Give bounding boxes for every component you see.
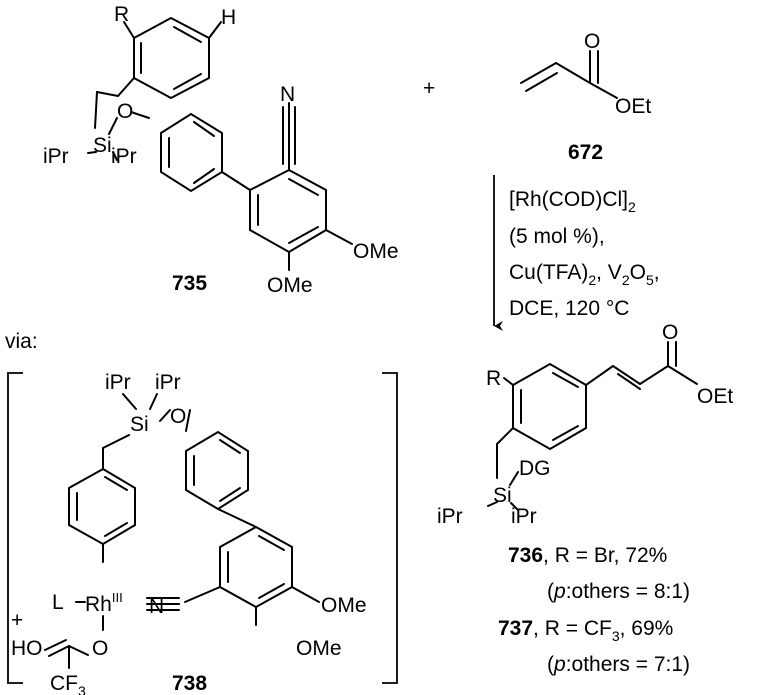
product-ring — [512, 362, 587, 451]
acrylate-672 — [520, 50, 618, 99]
aryl-rh-ring — [68, 467, 136, 546]
oxygen-label: O — [170, 405, 186, 428]
svg-text:737, R = CF3, 69%: 737, R = CF3, 69% — [498, 617, 673, 644]
nitrogen-label: N — [280, 83, 295, 106]
plus-sign: + — [423, 77, 435, 100]
ome-label: OMe — [296, 637, 342, 660]
svg-text:[Rh(COD)Cl]2: [Rh(COD)Cl]2 — [509, 188, 636, 215]
cf3-label: CF3 — [50, 672, 86, 695]
svg-text:Cu(TFA)2, V2O5,: Cu(TFA)2, V2O5, — [509, 261, 660, 288]
nitrogen-label: N — [149, 595, 164, 618]
middle-benzene-ring — [160, 112, 223, 193]
ome-label: OMe — [353, 240, 399, 263]
compound-label-735: 735 — [172, 272, 207, 295]
ligand-label: L — [52, 591, 64, 614]
positive-charge: + — [11, 609, 23, 632]
compound-label-672: 672 — [568, 141, 603, 164]
right-bracket — [382, 372, 398, 684]
intermediate-dimethoxy-ring — [219, 525, 293, 609]
reactant-735 — [87, 16, 353, 271]
ipr-label: iPr — [437, 505, 463, 528]
left-bracket — [7, 372, 23, 684]
phenoxy-ring — [185, 430, 249, 511]
silicon-label: Si — [93, 134, 112, 157]
silicon-label: Si — [130, 413, 149, 436]
svg-text:(p:others = 7:1): (p:others = 7:1) — [547, 653, 690, 676]
reaction-conditions: [Rh(COD)Cl]2 (5 mol %), Cu(TFA)2, V2O5, … — [509, 188, 660, 320]
oxygen-label: O — [117, 100, 133, 123]
oet-label: OEt — [697, 385, 733, 408]
product-entry-736: 736, R = Br, 72% (p:others = 8:1) — [508, 544, 690, 603]
dg-label: DG — [519, 457, 551, 480]
product-entry-737: 737, R = CF3, 69% (p:others = 7:1) — [498, 617, 690, 676]
oxygen-label: O — [584, 30, 600, 53]
silicon-label: Si — [493, 484, 512, 507]
intermediate-738 — [7, 372, 398, 684]
top-benzene-ring — [133, 16, 210, 100]
via-label: via: — [5, 330, 38, 353]
svg-text:DCE, 120 °C: DCE, 120 °C — [509, 297, 629, 320]
rhodium-label: RhIII — [85, 590, 123, 616]
svg-text:(5 mol %),: (5 mol %), — [509, 225, 605, 248]
ipr-label: iPr — [105, 371, 131, 394]
ipr-label: iPr — [111, 145, 137, 168]
ipr-label: iPr — [511, 505, 537, 528]
oet-label: OEt — [615, 95, 651, 118]
oxygen-label: O — [92, 637, 108, 660]
ipr-label: iPr — [43, 145, 69, 168]
product — [487, 341, 698, 511]
dimethoxy-benzene-ring — [249, 168, 327, 254]
r-substituent-label: R — [486, 367, 501, 390]
h-atom-label: H — [221, 6, 236, 29]
ipr-label: iPr — [155, 371, 181, 394]
ho-label: HO — [11, 637, 43, 660]
compound-label-738: 738 — [172, 672, 207, 695]
svg-text:(p:others = 8:1): (p:others = 8:1) — [547, 580, 690, 603]
ome-label: OMe — [321, 594, 367, 617]
r-substituent-label: R — [114, 3, 129, 26]
oxygen-label: O — [662, 321, 678, 344]
svg-text:736, R = Br, 72%: 736, R = Br, 72% — [508, 544, 667, 567]
ome-label: OMe — [267, 274, 313, 297]
